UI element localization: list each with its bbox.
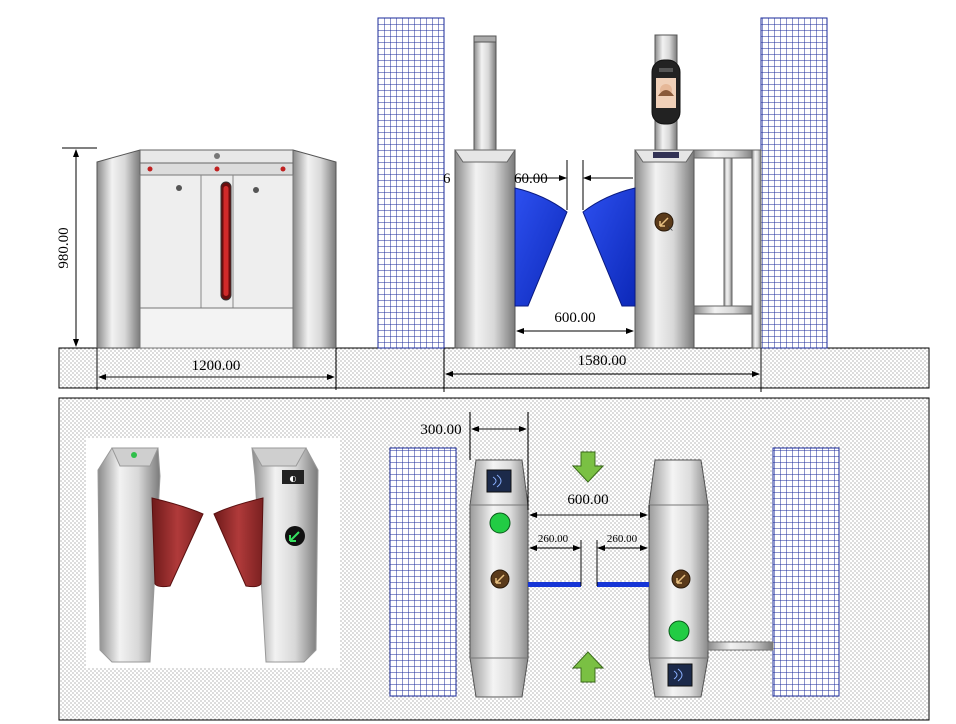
- side-rail-frame: [693, 149, 762, 349]
- wall-right-plan: [772, 447, 840, 697]
- face-recognition-terminal-icon: [651, 59, 681, 125]
- wall-left-plan: [389, 447, 457, 697]
- flap-left-plan: [528, 582, 581, 587]
- front-height-label: 980.00: [56, 227, 72, 268]
- cabinet-width-dimension: 300.00: [420, 412, 529, 510]
- plan-rail: [707, 641, 774, 651]
- overall-width-label: 1580.00: [578, 353, 627, 369]
- flap-right-plan: [597, 582, 649, 587]
- front-height-dimension: 980.00: [56, 147, 97, 347]
- side-passage-label: 600.00: [554, 310, 595, 326]
- card-reader-icon: [667, 663, 693, 687]
- right-cabinet-plan: [648, 459, 709, 698]
- flap-left-label: 260.00: [538, 533, 569, 545]
- left-cabinet-plan: [469, 459, 529, 698]
- front-width-label: 1200.00: [192, 358, 241, 374]
- indicator-light-green: [668, 620, 690, 642]
- gap-center-label: 60.00: [514, 171, 548, 187]
- overall-width-dimension: 1580.00: [445, 348, 762, 392]
- plan-passage-dimension: 600.00: [529, 492, 650, 520]
- flap-right-elevation: [582, 187, 636, 307]
- front-view-cabinet: [96, 149, 337, 349]
- plan-passage-label: 600.00: [567, 492, 608, 508]
- arrow-up-icon: [571, 651, 605, 683]
- wall-right-elevation: [760, 17, 828, 349]
- flap-length-dimensions: 260.00 260.00: [529, 533, 648, 586]
- svg-text:◐: ◐: [290, 474, 297, 483]
- gap-dimension: 6 60.00: [443, 160, 633, 210]
- product-render: ◐: [86, 438, 340, 668]
- gap-left-fragment: 6: [443, 171, 451, 187]
- flap-right-label: 260.00: [607, 533, 638, 545]
- svg-text:×: ×: [667, 224, 674, 233]
- floor-slab-elevation: [58, 347, 930, 389]
- cabinet-width-label: 300.00: [420, 422, 461, 438]
- side-passage-dimension: 600.00: [516, 310, 634, 334]
- right-cabinet-side: ×: [634, 34, 695, 349]
- arrow-down-icon: [571, 451, 605, 483]
- front-width-dimension: 1200.00: [96, 348, 337, 390]
- wall-left-elevation: [377, 17, 445, 349]
- card-reader-icon: [486, 469, 512, 493]
- left-cabinet-side: [454, 35, 516, 349]
- indicator-light-green: [489, 512, 511, 534]
- flap-left-elevation: [514, 187, 568, 307]
